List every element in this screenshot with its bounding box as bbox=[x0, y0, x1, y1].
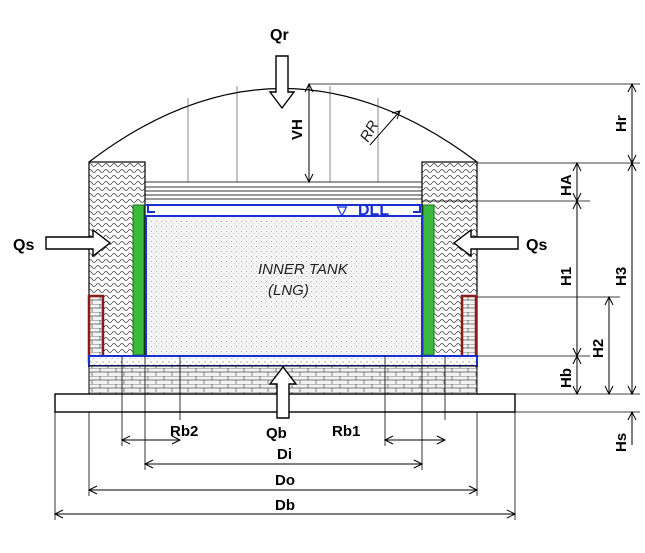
hs-label: Hs bbox=[613, 433, 630, 452]
do-label: Do bbox=[275, 472, 295, 489]
rr-arrowhead bbox=[391, 110, 401, 120]
qr-label: Qr bbox=[270, 27, 289, 44]
rb2-label: Rb2 bbox=[170, 423, 198, 440]
rr-label: RR bbox=[357, 118, 383, 145]
rr-radius-line bbox=[369, 110, 401, 146]
h1-label: H1 bbox=[558, 267, 575, 286]
hb-label: Hb bbox=[558, 368, 575, 388]
green-liner-left bbox=[132, 204, 145, 356]
bottom-insulation bbox=[88, 355, 478, 367]
qr-arrow bbox=[268, 55, 296, 110]
bottom-extension-lines bbox=[54, 356, 516, 520]
right-extension-lines bbox=[309, 83, 640, 413]
dll-label: DLL bbox=[358, 202, 389, 219]
qs-left-arrow bbox=[45, 228, 112, 258]
h2-label: H2 bbox=[590, 339, 607, 358]
qs-right-label: Qs bbox=[526, 237, 547, 254]
qs-left-label: Qs bbox=[13, 237, 34, 254]
dll-marker-icon: ▽ bbox=[336, 203, 348, 218]
bottom-dimension-lines bbox=[53, 435, 517, 519]
right-dimension-lines bbox=[572, 82, 637, 445]
dome-hanger-rods bbox=[187, 86, 379, 182]
inner-tank-roof-brackets bbox=[147, 205, 421, 213]
brick-corner-right bbox=[460, 294, 478, 364]
suspended-deck bbox=[145, 181, 422, 200]
hr-label: Hr bbox=[613, 115, 630, 132]
h3-label: H3 bbox=[613, 267, 630, 286]
inner-tank-label: INNER TANK bbox=[258, 261, 349, 278]
qs-right-arrow bbox=[452, 228, 519, 258]
di-label: Di bbox=[277, 446, 292, 463]
brick-corner-left bbox=[87, 294, 105, 364]
qb-arrow bbox=[268, 365, 298, 419]
ha-label: HA bbox=[558, 174, 575, 196]
rb1-label: Rb1 bbox=[332, 423, 360, 440]
inner-tank-content-label: (LNG) bbox=[268, 282, 309, 299]
db-label: Db bbox=[275, 497, 295, 514]
qb-label: Qb bbox=[266, 425, 287, 442]
green-liner-right bbox=[422, 204, 435, 356]
vh-label: VH bbox=[289, 119, 306, 140]
